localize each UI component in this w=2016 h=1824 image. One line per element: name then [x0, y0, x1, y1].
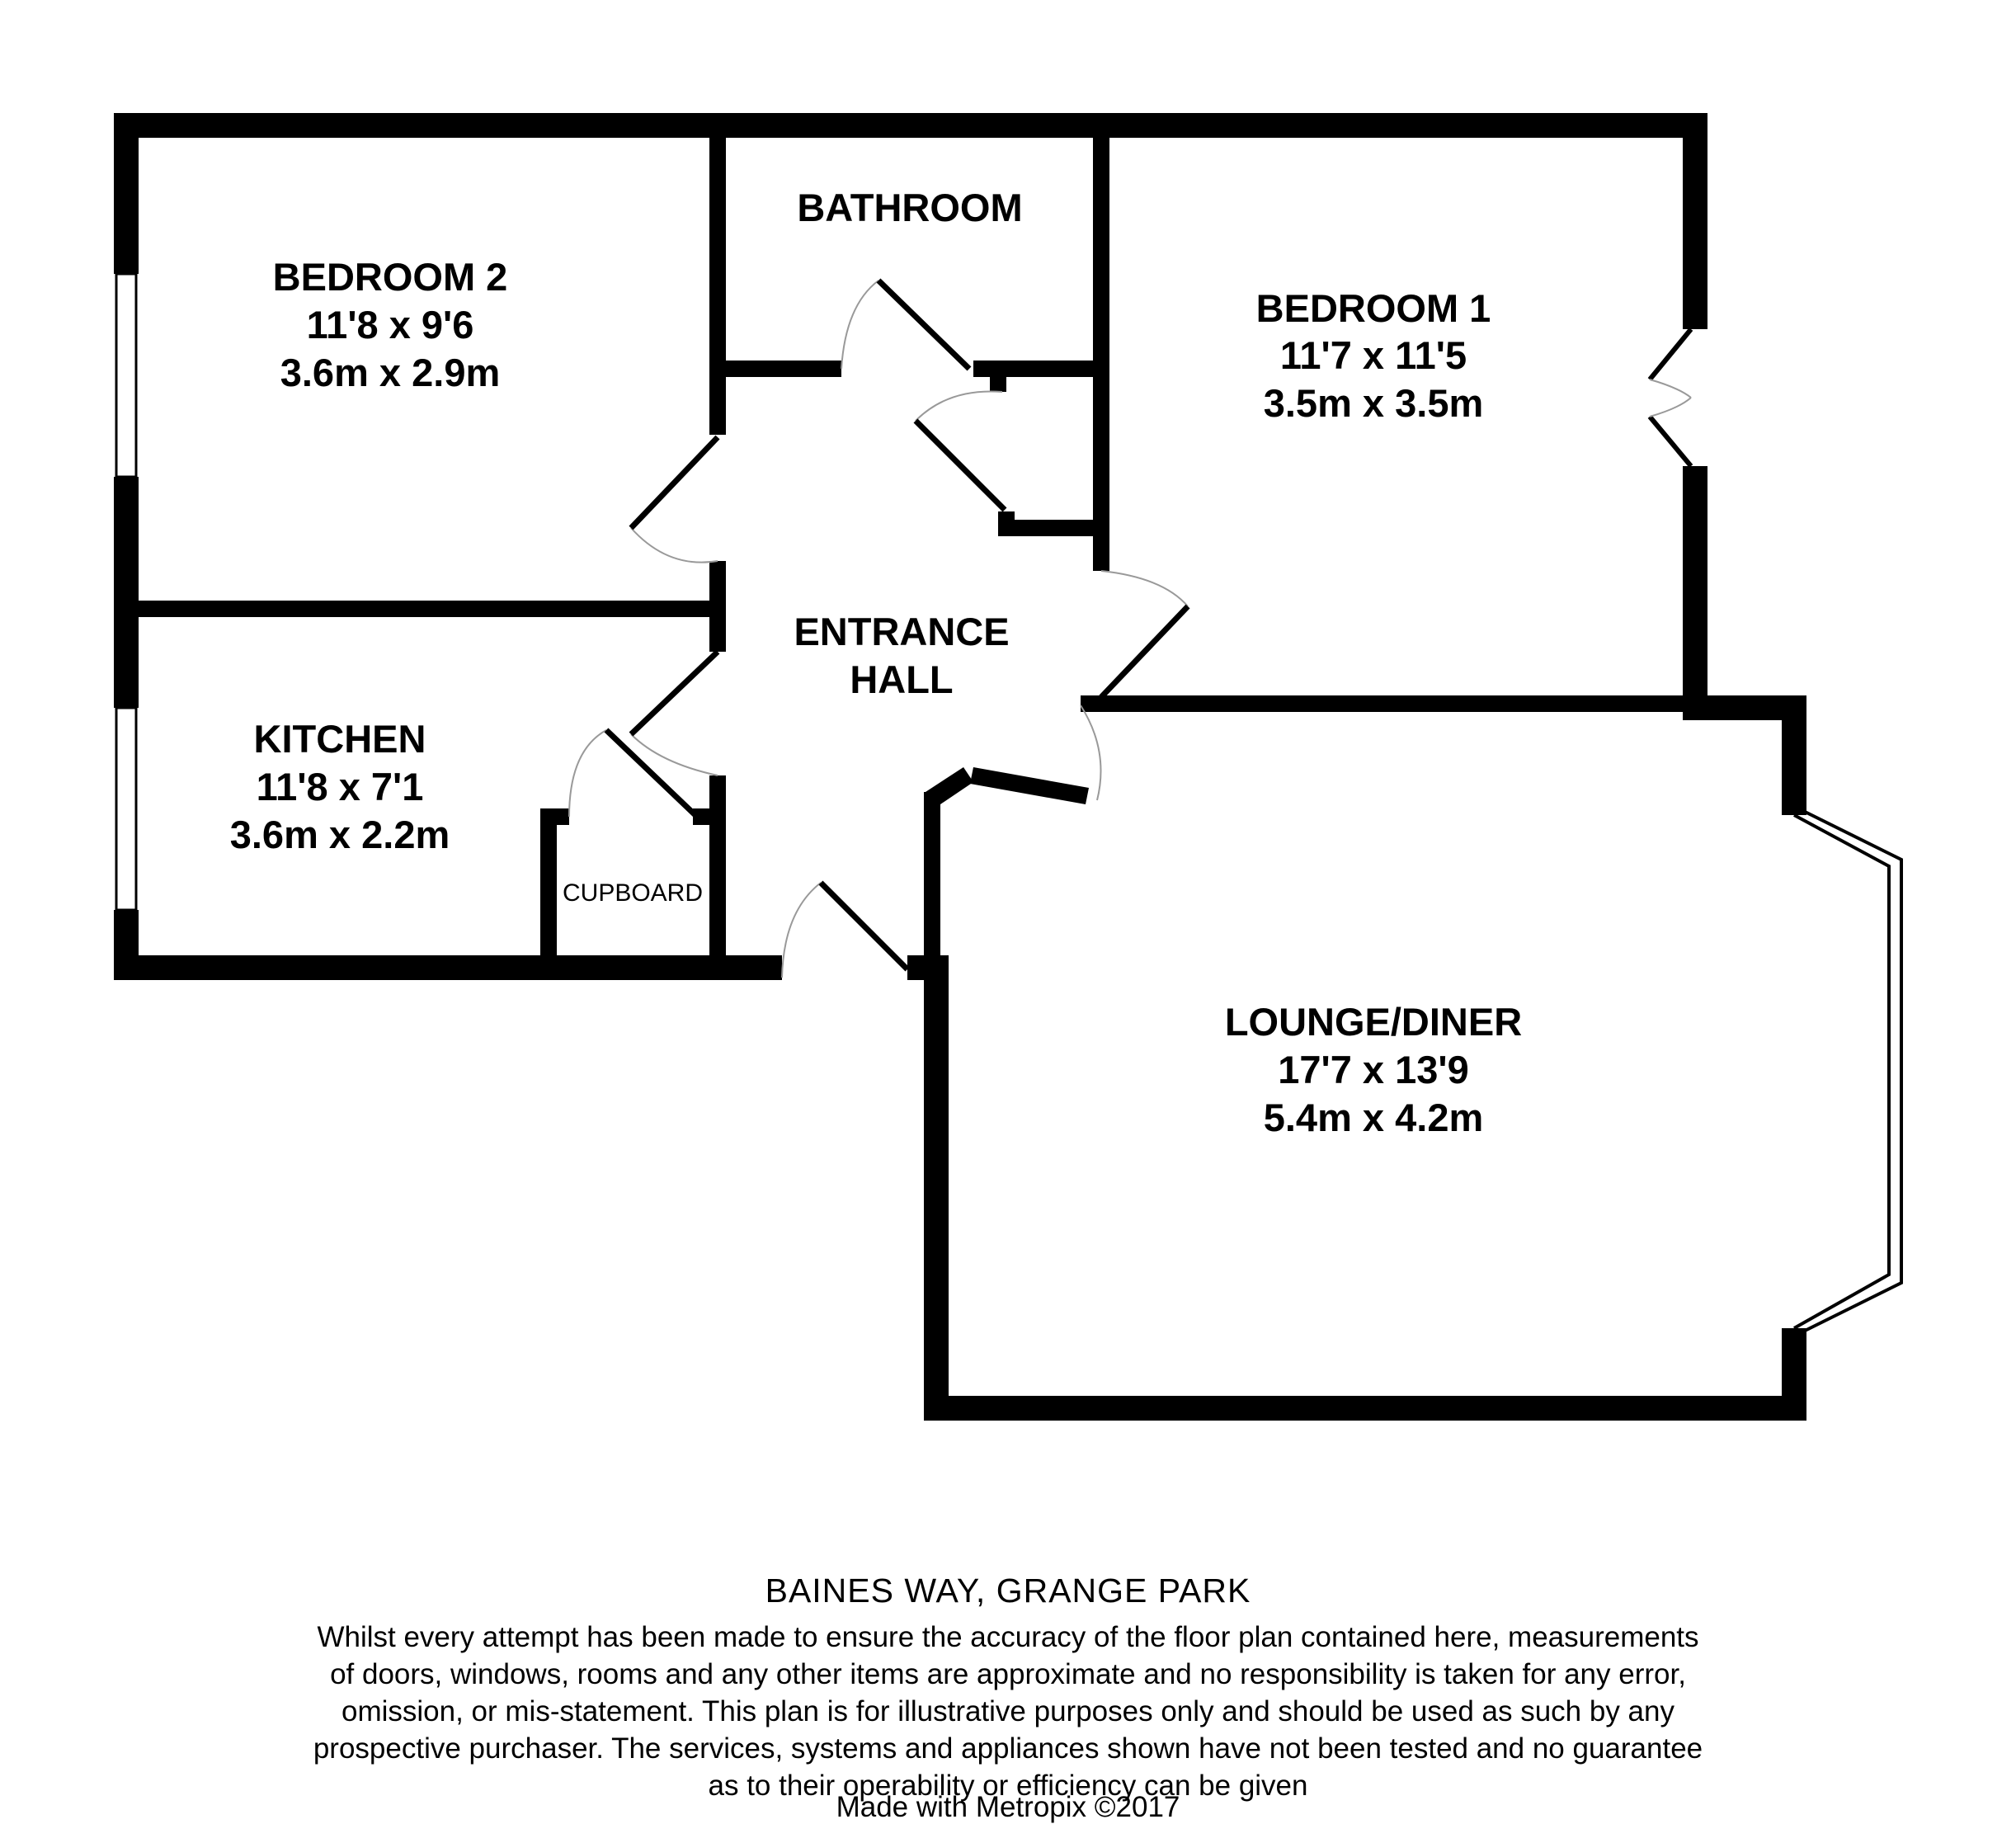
kitchen-window [115, 706, 138, 912]
room-cupboard: CUPBOARD [563, 879, 703, 907]
bedroom2-window [115, 272, 138, 478]
disclaimer: Whilst every attempt has been made to en… [0, 1619, 2016, 1804]
door-swings [568, 280, 1692, 978]
bedroom1-french-doors [1647, 328, 1693, 468]
floor-plan: BEDROOM 2 11'8 x 9'6 3.6m x 2.9m BATHROO… [114, 113, 1903, 1421]
lounge-name: LOUNGE/DINER [1225, 1000, 1522, 1044]
kitchen-metric: 3.6m x 2.2m [230, 813, 450, 856]
disclaimer-line: omission, or mis-statement. This plan is… [341, 1695, 1675, 1727]
bedroom1-metric: 3.5m x 3.5m [1264, 381, 1484, 425]
room-bedroom-1: BEDROOM 1 11'7 x 11'5 3.5m x 3.5m [1256, 286, 1491, 425]
windows [115, 272, 138, 912]
bedroom1-imperial: 11'7 x 11'5 [1280, 333, 1467, 377]
room-lounge-diner: LOUNGE/DINER 17'7 x 13'9 5.4m x 4.2m [1225, 1000, 1522, 1139]
lounge-bay-window [1789, 803, 1903, 1340]
bedroom2-name: BEDROOM 2 [273, 255, 508, 299]
lounge-metric: 5.4m x 4.2m [1264, 1096, 1484, 1139]
disclaimer-line: of doors, windows, rooms and any other i… [330, 1658, 1686, 1690]
disclaimer-line: Whilst every attempt has been made to en… [317, 1621, 1699, 1653]
lounge-imperial: 17'7 x 13'9 [1278, 1048, 1468, 1091]
room-kitchen: KITCHEN 11'8 x 7'1 3.6m x 2.2m [230, 717, 450, 856]
bedroom2-imperial: 11'8 x 9'6 [307, 303, 474, 346]
bedroom2-metric: 3.6m x 2.9m [280, 351, 501, 394]
entrance-hall-line2: HALL [850, 657, 953, 701]
entrance-hall-line1: ENTRANCE [794, 610, 1009, 653]
outer-walls [114, 113, 1806, 1421]
door-leaves [604, 278, 1190, 972]
disclaimer-line: prospective purchaser. The services, sys… [313, 1732, 1703, 1765]
property-address: BAINES WAY, GRANGE PARK [765, 1572, 1251, 1610]
kitchen-imperial: 11'8 x 7'1 [257, 765, 424, 808]
kitchen-name: KITCHEN [254, 717, 426, 761]
credit: Made with Metropix ©2017 [836, 1791, 1180, 1823]
room-bedroom-2: BEDROOM 2 11'8 x 9'6 3.6m x 2.9m [273, 255, 508, 394]
room-bathroom: BATHROOM [797, 186, 1022, 229]
bathroom-name: BATHROOM [797, 186, 1022, 229]
room-entrance-hall: ENTRANCE HALL [794, 610, 1009, 701]
disclaimer-line: as to their operability or efficiency ca… [708, 1770, 1308, 1802]
cupboard-name: CUPBOARD [563, 879, 703, 907]
interior-walls [114, 113, 1707, 980]
bedroom1-name: BEDROOM 1 [1256, 286, 1491, 330]
